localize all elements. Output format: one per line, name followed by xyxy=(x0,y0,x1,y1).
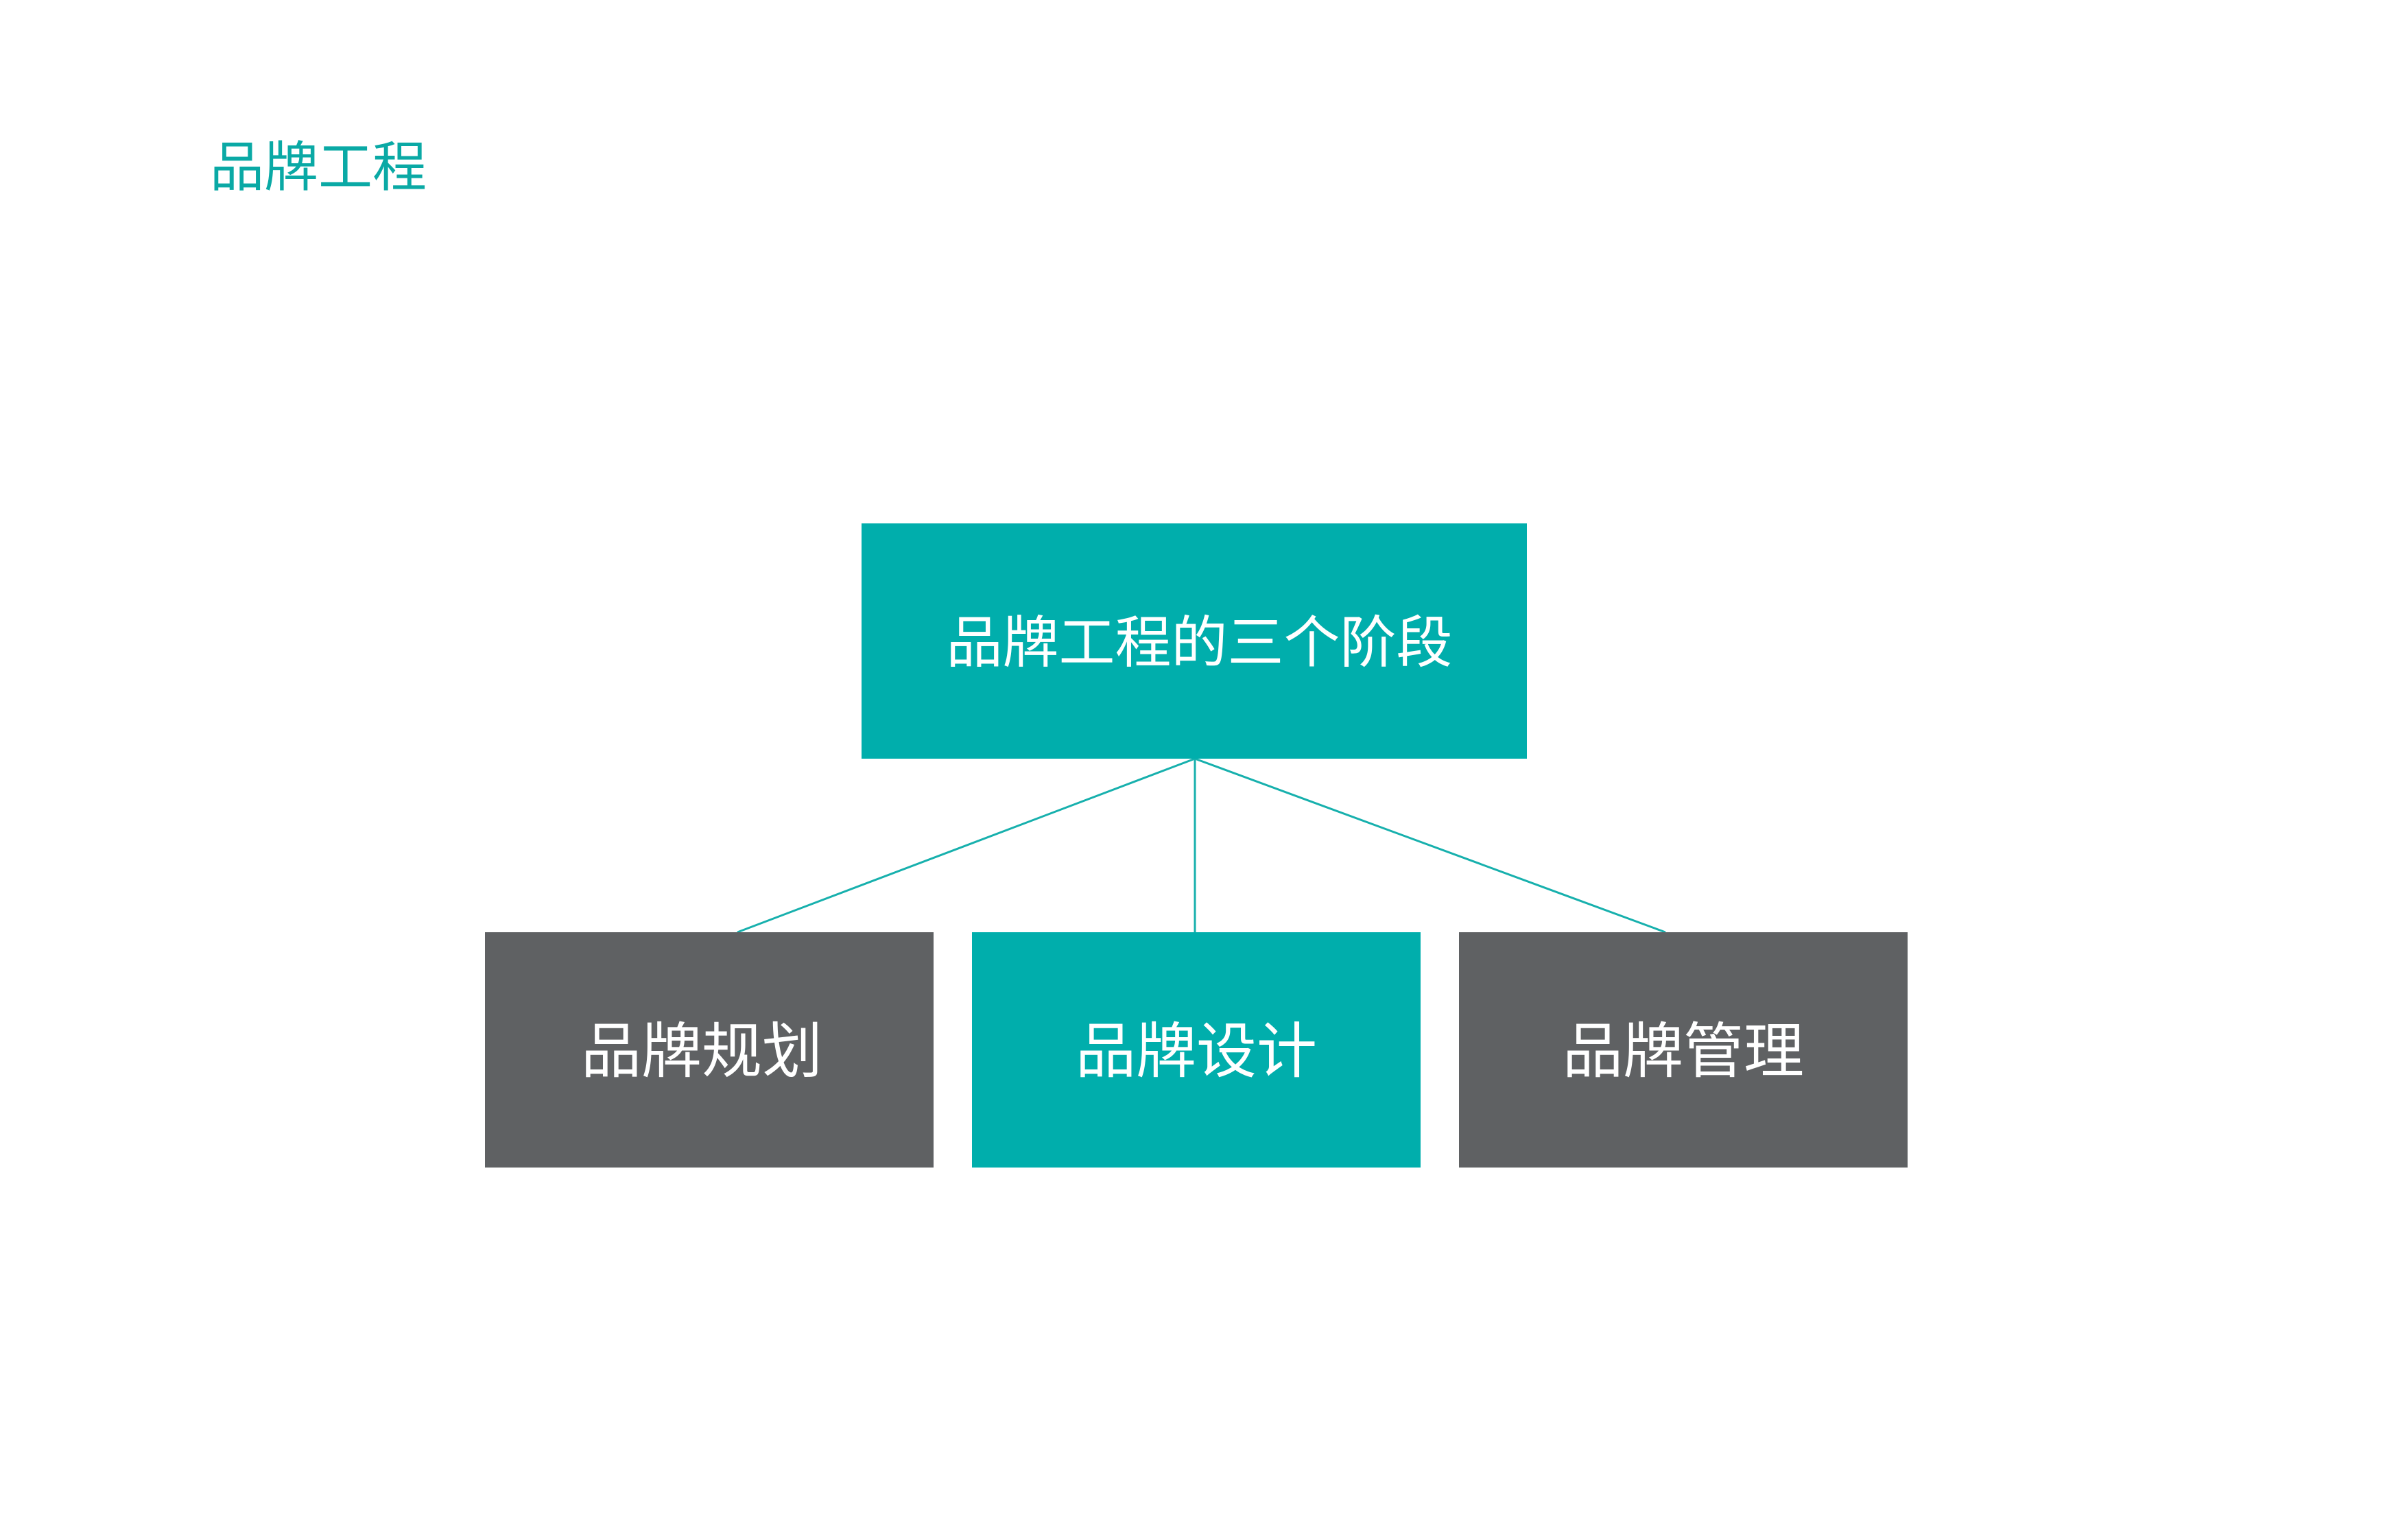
node-brand-design-label: 品牌设计 xyxy=(1075,1016,1317,1087)
root-node: 品牌工程的三个阶段 xyxy=(862,523,1527,759)
page-title: 品牌工程 xyxy=(210,136,427,199)
node-brand-management-label: 品牌管理 xyxy=(1562,1016,1804,1087)
root-node-label: 品牌工程的三个阶段 xyxy=(946,611,1453,676)
connector-root-to-planning xyxy=(737,757,1196,934)
node-brand-management: 品牌管理 xyxy=(1459,932,1908,1168)
node-brand-design: 品牌设计 xyxy=(972,932,1421,1168)
node-brand-planning: 品牌规划 xyxy=(485,932,934,1168)
node-brand-planning-label: 品牌规划 xyxy=(580,1016,822,1087)
connector-root-to-management xyxy=(1194,757,1666,934)
